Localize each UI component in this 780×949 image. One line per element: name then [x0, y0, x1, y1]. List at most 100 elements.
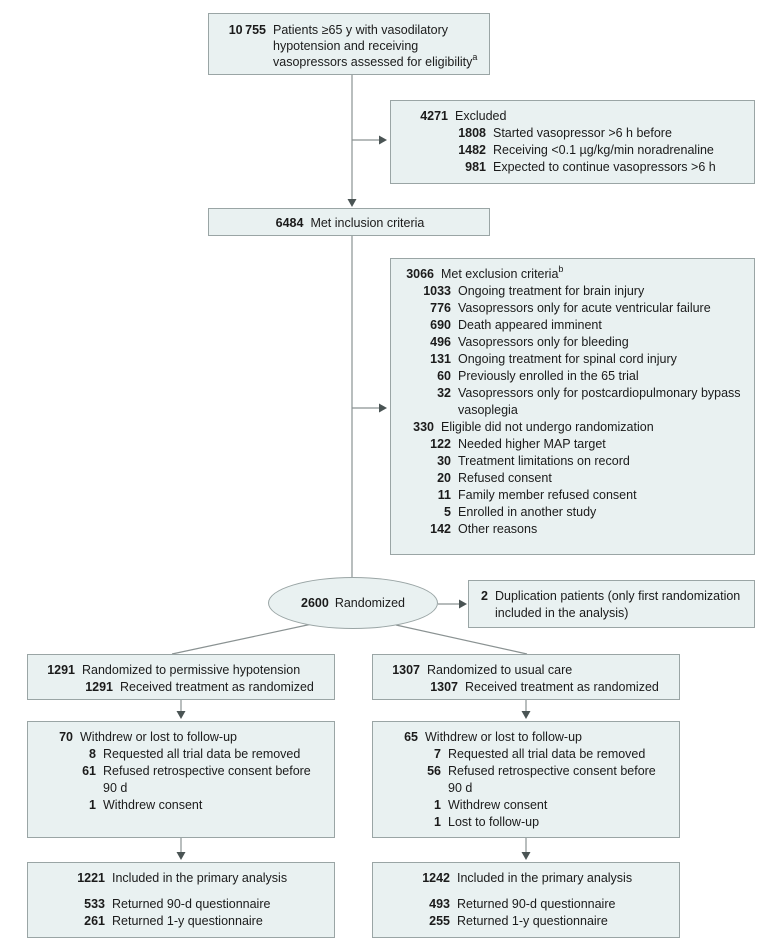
count-value: 131	[430, 352, 451, 366]
count-value: 4271	[420, 109, 448, 123]
row-label: Received treatment as randomized	[120, 680, 314, 694]
count-value: 1242	[422, 871, 450, 885]
row-label: Expected to continue vasopressors >6 h	[493, 160, 716, 174]
count-value: 493	[429, 897, 450, 911]
count-value: 1221	[77, 871, 105, 885]
count-value: 56	[427, 764, 441, 778]
count-value: 1291	[85, 680, 113, 694]
flow-row: 261 Returned 1-y questionnaire	[28, 913, 326, 930]
row-label: Ongoing treatment for spinal cord injury	[458, 352, 677, 366]
row-label: Returned 90-d questionnaire	[112, 897, 271, 911]
flow-row: 1 Lost to follow-up	[373, 814, 671, 831]
row-label: Withdrew or lost to follow-up	[425, 730, 583, 744]
row-label: Receiving <0.1 µg/kg/min noradrenaline	[493, 143, 714, 157]
flow-row: 1482 Receiving <0.1 µg/kg/min noradrenali…	[391, 142, 746, 159]
row-label: Patients ≥65 y with vasodilatory hypoten…	[273, 23, 478, 69]
row-label: Received treatment as randomized	[465, 680, 659, 694]
row-label: Enrolled in another study	[458, 505, 597, 519]
randomized-ellipse: 2600 Randomized	[268, 577, 438, 629]
flow-row: 3066 Met exclusion criteriab	[391, 263, 746, 283]
count-value: 1307	[392, 663, 420, 677]
count-value: 690	[430, 318, 451, 332]
flow-row: 690 Death appeared imminent	[391, 317, 746, 334]
flow-row: 11 Family member refused consent	[391, 487, 746, 504]
row-label: Excluded	[455, 109, 507, 123]
row-label: Withdrew consent	[448, 798, 548, 812]
count-value: 1307	[430, 680, 458, 694]
row-label: Met exclusion criteriab	[441, 263, 564, 281]
count-value: 2	[481, 589, 488, 603]
flow-row: 60 Previously enrolled in the 65 trial	[391, 368, 746, 385]
count-value: 122	[430, 437, 451, 451]
row-label: Vasopressors only for bleeding	[458, 335, 629, 349]
count-value: 11	[437, 488, 451, 502]
arrowheads	[176, 135, 531, 860]
row-label: Returned 1-y questionnaire	[457, 914, 608, 928]
flow-row: 7 Requested all trial data be removed	[373, 746, 671, 763]
row-label: Family member refused consent	[458, 488, 637, 502]
count-value: 30	[437, 454, 451, 468]
count-value: 5	[444, 505, 451, 519]
count-value: 8	[89, 747, 96, 761]
count-value: 20	[437, 471, 451, 485]
excluded-box: 4271 Excluded 1808 Started vasopressor >6 h…	[390, 100, 755, 184]
row-label: Included in the primary analysis	[457, 871, 633, 885]
row-label: Refused retrospective consent before 90 …	[103, 764, 311, 795]
count-value: 7	[434, 747, 441, 761]
count-value: 3066	[406, 267, 434, 281]
flow-row: 5 Enrolled in another study	[391, 504, 746, 521]
row-label: Death appeared imminent	[458, 318, 602, 332]
row-label: Lost to follow-up	[448, 815, 540, 829]
row-label: Withdrew or lost to follow-up	[80, 730, 238, 744]
count-value: 1808	[458, 126, 486, 140]
row-label: Previously enrolled in the 65 trial	[458, 369, 639, 383]
flow-row: 1307 Received treatment as randomized	[373, 679, 671, 696]
row-label: Requested all trial data be removed	[448, 747, 646, 761]
count-value: 1291	[47, 663, 75, 677]
row-label: Returned 1-y questionnaire	[112, 914, 263, 928]
row-label: Eligible did not undergo randomization	[441, 420, 654, 434]
count-value: 1	[434, 815, 441, 829]
flow-row: 70 Withdrew or lost to follow-up	[28, 729, 326, 746]
flow-row: 496 Vasopressors only for bleeding	[391, 334, 746, 351]
row-label: Started vasopressor >6 h before	[493, 126, 672, 140]
count-value: 330	[413, 420, 434, 434]
count-value: 61	[82, 764, 96, 778]
count-value: 981	[465, 160, 486, 174]
row-label: Refused consent	[458, 471, 552, 485]
randomized-count: 2600	[301, 595, 329, 610]
flow-row: 4271 Excluded	[391, 108, 746, 125]
row-label: Refused retrospective consent before 90 …	[448, 764, 656, 795]
flow-row: 20 Refused consent	[391, 470, 746, 487]
count-value: 533	[84, 897, 105, 911]
count-value: 142	[430, 522, 451, 536]
count-value: 1482	[458, 143, 486, 157]
row-label: Vasopressors only for postcardiopulmonar…	[458, 386, 741, 417]
count-value: 70	[59, 730, 73, 744]
count-value: 60	[437, 369, 451, 383]
count-value: 496	[430, 335, 451, 349]
count-value: 261	[84, 914, 105, 928]
